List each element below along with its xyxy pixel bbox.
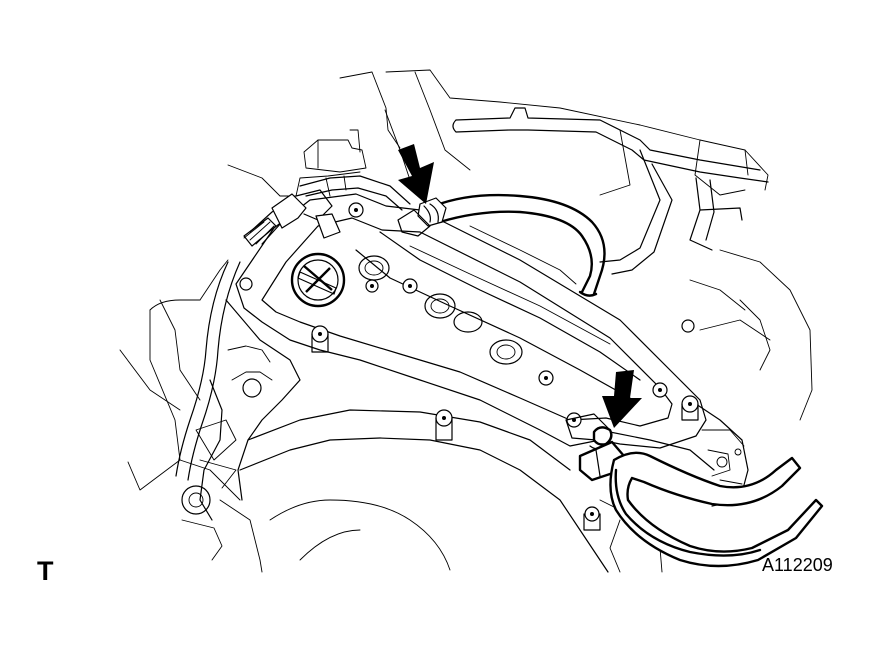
lower-ventilation-hose [565, 413, 824, 568]
engine-bay-background [119, 69, 813, 501]
engine-block [181, 299, 749, 573]
cover-bolts [239, 202, 699, 522]
wiring-harness [175, 175, 411, 481]
lower-arrow-icon [602, 370, 642, 428]
cylinder-head-cover [235, 193, 707, 531]
upper-ventilation-hose [397, 193, 606, 297]
indicator-arrows [398, 144, 642, 428]
upper-arrow-icon [398, 144, 434, 204]
figure-id: A112209 [762, 555, 833, 575]
page-letter: T [37, 556, 54, 586]
